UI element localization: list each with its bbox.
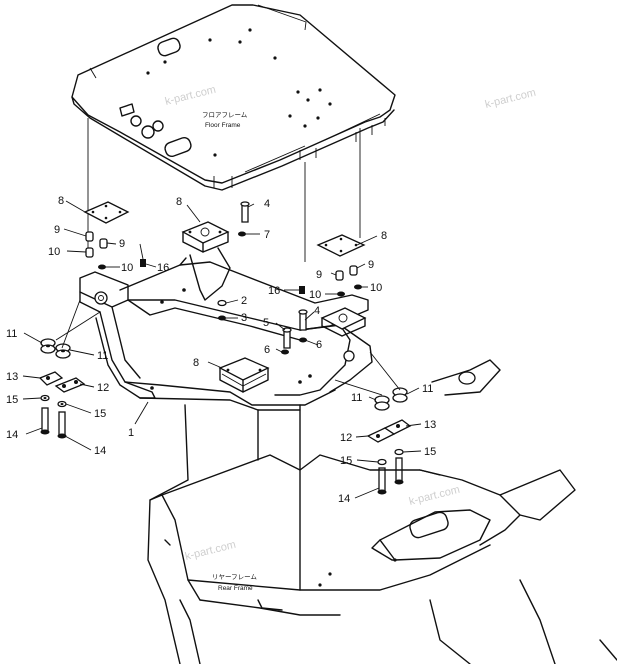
callout-11: 11 [422, 383, 433, 395]
callout-9: 9 [54, 224, 60, 236]
rubber-mount-center-top [181, 221, 230, 253]
callout-14: 14 [338, 493, 350, 505]
rear-frame-label-jp: リヤーフレーム [212, 573, 257, 581]
callout-16: 16 [157, 262, 169, 274]
floor-frame-label-jp: フロアフレーム [202, 111, 248, 119]
callout-3: 3 [241, 312, 247, 324]
callout-10: 10 [370, 282, 382, 294]
rear-frame-label: リヤーフレーム Rear Frame [212, 573, 257, 592]
callout-leaders [22, 200, 422, 499]
callout-16: 16 [268, 285, 280, 297]
callout-11: 11 [351, 392, 362, 404]
callout-10: 10 [121, 262, 133, 274]
callout-8: 8 [381, 230, 387, 242]
mount-plate-right-lower [320, 307, 367, 337]
callout-15: 15 [340, 455, 352, 467]
callout-9: 9 [368, 259, 374, 271]
callout-4: 4 [264, 198, 270, 210]
callout-8: 8 [176, 196, 182, 208]
callout-15: 15 [94, 408, 106, 420]
callout-10: 10 [48, 246, 60, 258]
floor-frame-plate [71, 4, 396, 191]
callout-2: 2 [241, 295, 247, 307]
watermark: k-part.com [408, 484, 461, 508]
rubber-mount-center-bottom [218, 357, 270, 393]
callout-7: 7 [264, 229, 270, 241]
callout-13: 13 [424, 419, 436, 431]
callout-14: 14 [94, 445, 106, 457]
callout-10: 10 [309, 289, 321, 301]
rear-frame [147, 359, 617, 664]
mount-plate-left [83, 201, 130, 224]
callout-6: 6 [264, 344, 270, 356]
mount-frame [79, 247, 373, 411]
callout-12: 12 [97, 382, 109, 394]
callout-15: 15 [424, 446, 436, 458]
watermark: k-part.com [484, 87, 537, 111]
callout-1: 1 [128, 427, 134, 439]
callout-4: 4 [314, 305, 320, 317]
hardware-items [38, 201, 412, 495]
callout-6: 6 [316, 339, 322, 351]
callout-9: 9 [119, 238, 125, 250]
callout-12: 12 [340, 432, 352, 444]
mount-plate-right [316, 234, 366, 257]
callout-13: 13 [6, 371, 18, 383]
watermark: k-part.com [184, 539, 237, 563]
callout-5: 5 [263, 317, 269, 329]
floor-frame-label-en: Floor Frame [205, 122, 241, 129]
callout-8: 8 [58, 195, 64, 207]
floor-frame-label: フロアフレーム Floor Frame [202, 111, 248, 129]
callout-14: 14 [6, 429, 18, 441]
rear-frame-label-en: Rear Frame [218, 585, 253, 592]
callout-9: 9 [316, 269, 322, 281]
callout-11: 11 [6, 328, 17, 340]
callout-15: 15 [6, 394, 18, 406]
watermark: k-part.com [164, 84, 217, 108]
callout-11: 11 [97, 350, 108, 362]
callout-8: 8 [193, 357, 199, 369]
callout-numbers: 8 9 9 10 10 16 8 4 7 2 3 8 9 9 16 10 10 … [6, 195, 436, 505]
